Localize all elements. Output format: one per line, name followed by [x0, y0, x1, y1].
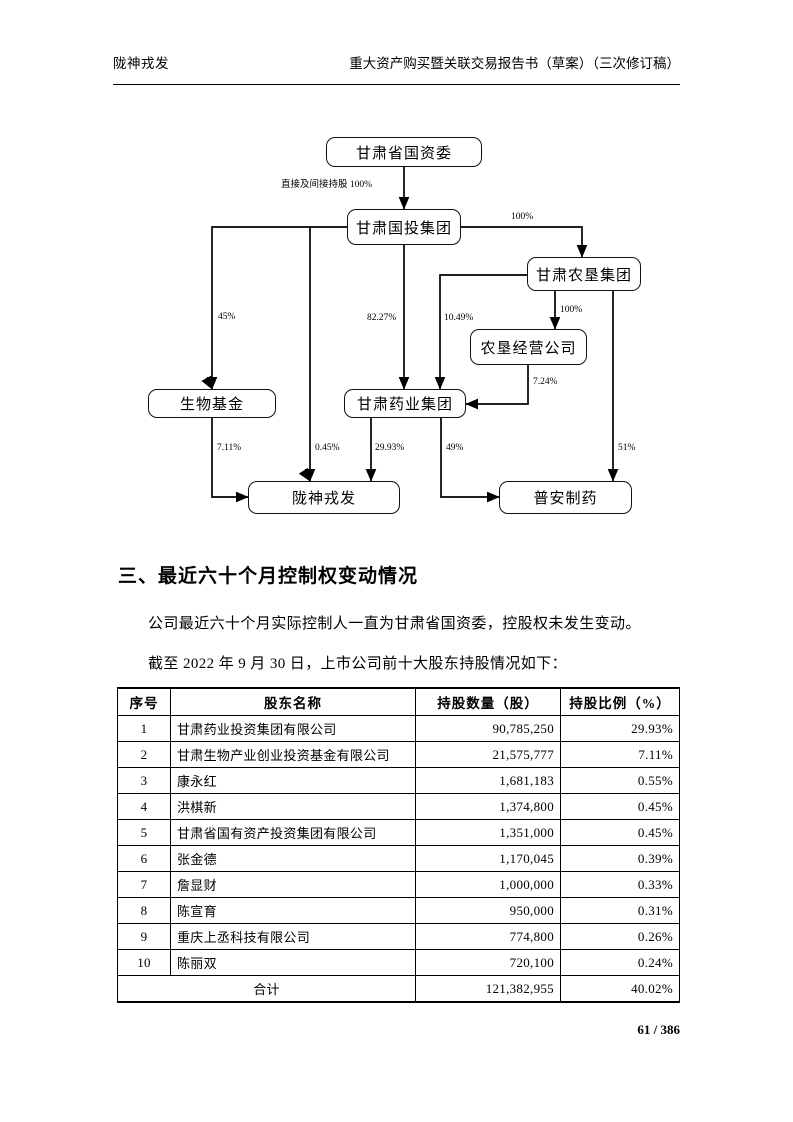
- cell-percentage: 0.55%: [560, 767, 680, 794]
- cell-quantity: 1,170,045: [415, 845, 561, 872]
- cell-name: 詹显财: [170, 871, 416, 898]
- cell-name: 洪棋新: [170, 793, 416, 820]
- cell-index: 3: [117, 767, 171, 794]
- col-header-name: 股东名称: [170, 687, 416, 716]
- cell-name: 重庆上丞科技有限公司: [170, 923, 416, 950]
- cell-name: 陈宣育: [170, 897, 416, 924]
- edge-label-gsyy-lsrf: 29.93%: [374, 443, 406, 453]
- cell-name: 甘肃省国有资产投资集团有限公司: [170, 819, 416, 846]
- edge-label-swjj-lsrf: 7.11%: [216, 443, 243, 453]
- cell-name: 甘肃生物产业创业投资基金有限公司: [170, 741, 416, 768]
- col-header-percentage: 持股比例（%）: [560, 687, 680, 716]
- edge-label-nkjt-gsyy: 10.49%: [443, 313, 475, 323]
- edge-label-sasac-gtjt: 直接及间接持股 100%: [280, 176, 374, 190]
- cell-quantity: 774,800: [415, 923, 561, 950]
- cell-index: 10: [117, 949, 171, 976]
- cell-percentage: 7.11%: [560, 741, 680, 768]
- cell-percentage: 0.45%: [560, 793, 680, 820]
- section-paragraph-2: 截至 2022 年 9 月 30 日，上市公司前十大股东持股情况如下：: [148, 656, 568, 672]
- cell-index: 6: [117, 845, 171, 872]
- cell-name: 甘肃药业投资集团有限公司: [170, 715, 416, 742]
- cell-name: 康永红: [170, 767, 416, 794]
- table-head: 序号 股东名称 持股数量（股） 持股比例（%）: [117, 687, 680, 716]
- header-company-name: 陇神戎发: [113, 56, 169, 71]
- ownership-structure-diagram: 甘肃省国资委 甘肃国投集团 甘肃农垦集团 农垦经营公司 生物基金 甘肃药业集团 …: [0, 0, 793, 560]
- cell-index: 4: [117, 793, 171, 820]
- org-node-nkjt: 甘肃农垦集团: [527, 257, 641, 291]
- org-node-nkjy: 农垦经营公司: [470, 329, 587, 365]
- org-chart-connectors: [206, 167, 619, 503]
- cell-percentage: 0.45%: [560, 819, 680, 846]
- cell-index: 2: [117, 741, 171, 768]
- edge-label-gtjt-swjj: 45%: [217, 312, 237, 322]
- cell-percentage: 0.31%: [560, 897, 680, 924]
- page-number: 61 / 386: [637, 1022, 680, 1037]
- table-header-row: 序号 股东名称 持股数量（股） 持股比例（%）: [117, 687, 680, 716]
- edge-label-gtjt-gsyy: 82.27%: [366, 313, 398, 323]
- cell-index: 8: [117, 897, 171, 924]
- edge-label-nkjt-nkjy: 100%: [559, 305, 584, 315]
- page-header: 陇神戎发 重大资产购买暨关联交易报告书（草案）（三次修订稿）: [113, 52, 680, 82]
- col-header-quantity: 持股数量（股）: [415, 687, 561, 716]
- cell-percentage: 0.26%: [560, 923, 680, 950]
- cell-quantity: 720,100: [415, 949, 561, 976]
- col-header-index: 序号: [117, 687, 171, 716]
- edge-label-gtjt-lsrf: 0.45%: [314, 443, 341, 453]
- cell-index: 7: [117, 871, 171, 898]
- org-node-pazy: 普安制药: [499, 481, 632, 514]
- cell-quantity: 90,785,250: [415, 715, 561, 742]
- section-heading: 三、最近六十个月控制权变动情况: [118, 566, 419, 587]
- cell-quantity: 1,351,000: [415, 819, 561, 846]
- org-node-sasac: 甘肃省国资委: [326, 137, 482, 167]
- cell-index: 1: [117, 715, 171, 742]
- total-label: 合计: [117, 975, 416, 1003]
- cell-percentage: 0.39%: [560, 845, 680, 872]
- cell-quantity: 1,374,800: [415, 793, 561, 820]
- edge-label-gtjt-nkjt: 100%: [510, 212, 535, 222]
- edge-label-nkjy-gsyy: 7.24%: [532, 377, 559, 387]
- header-rule: [113, 84, 680, 85]
- cell-percentage: 29.93%: [560, 715, 680, 742]
- cell-index: 9: [117, 923, 171, 950]
- cell-quantity: 21,575,777: [415, 741, 561, 768]
- total-percentage: 40.02%: [560, 975, 680, 1003]
- section-paragraph-1: 公司最近六十个月实际控制人一直为甘肃省国资委，控股权未发生变动。: [148, 616, 641, 632]
- cell-name: 陈丽双: [170, 949, 416, 976]
- org-node-swjj: 生物基金: [148, 389, 276, 418]
- org-node-lsrf: 陇神戎发: [248, 481, 400, 514]
- cell-quantity: 950,000: [415, 897, 561, 924]
- total-quantity: 121,382,955: [415, 975, 561, 1003]
- cell-quantity: 1,681,183: [415, 767, 561, 794]
- org-node-gsyy: 甘肃药业集团: [344, 389, 466, 418]
- cell-name: 张金德: [170, 845, 416, 872]
- org-node-gtjt: 甘肃国投集团: [347, 209, 461, 245]
- cell-percentage: 0.33%: [560, 871, 680, 898]
- cell-quantity: 1,000,000: [415, 871, 561, 898]
- edge-label-nkjt-pazy: 51%: [617, 443, 637, 453]
- edge-label-gsyy-pazy: 49%: [445, 443, 465, 453]
- cell-index: 5: [117, 819, 171, 846]
- cell-percentage: 0.24%: [560, 949, 680, 976]
- header-document-title: 重大资产购买暨关联交易报告书（草案）（三次修订稿）: [349, 56, 680, 71]
